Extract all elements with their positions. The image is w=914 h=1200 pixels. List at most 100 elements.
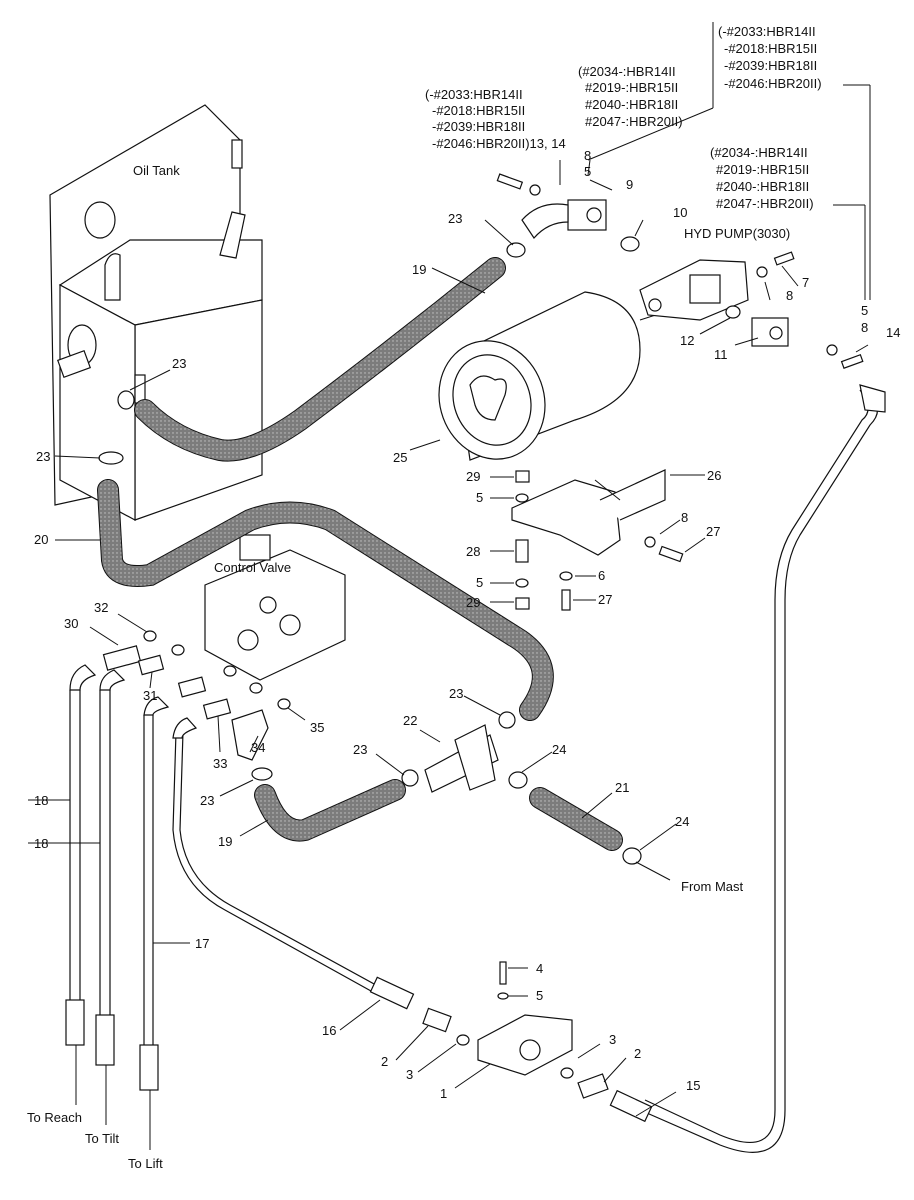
callout-19: 19: [218, 834, 232, 849]
to-tilt-label: To Tilt: [85, 1131, 119, 1146]
callout-34: 34: [251, 740, 265, 755]
pump-motor: [438, 291, 666, 461]
hose-16: [172, 731, 415, 1010]
callout-23: 23: [200, 793, 214, 808]
callout-5: 5: [861, 303, 868, 318]
callout-21: 21: [615, 780, 629, 795]
callout-29: 29: [466, 595, 480, 610]
hyd-pump-label: HYD PUMP(3030): [684, 226, 790, 241]
to-lift-label: To Lift: [128, 1156, 163, 1171]
leader-lines: [28, 22, 871, 1150]
svg-text:-#2046:HBR20II): -#2046:HBR20II): [724, 76, 822, 91]
callout-23: 23: [448, 211, 462, 226]
callout-3: 3: [406, 1067, 413, 1082]
callout-19: 19: [412, 262, 426, 277]
serial-note-right: (#2034-:HBR14II #2019-:HBR15II #2040-:HB…: [710, 145, 814, 211]
callout-8: 8: [861, 320, 868, 335]
callout-2: 2: [634, 1046, 641, 1061]
callout-numbers: 1 2 2 3 3 4 5 5 5 5 5 6 7 8 8 8 8 9 10 1…: [34, 148, 900, 1101]
callout-35: 35: [310, 720, 324, 735]
callout-15: 15: [686, 1078, 700, 1093]
callout-31: 31: [143, 688, 157, 703]
callout-22: 22: [403, 713, 417, 728]
svg-text:(-#2033:HBR14II: (-#2033:HBR14II: [718, 24, 816, 39]
callout-3: 3: [609, 1032, 616, 1047]
callout-2: 2: [381, 1054, 388, 1069]
svg-text:#2019-:HBR15II: #2019-:HBR15II: [585, 80, 678, 95]
labels: Oil Tank Control Valve HYD PUMP(3030) Fr…: [27, 24, 822, 1171]
oil-tank-label: Oil Tank: [133, 163, 180, 178]
callout-9: 9: [626, 177, 633, 192]
callout-12: 12: [680, 333, 694, 348]
hose-15: [609, 384, 886, 1153]
svg-text:-#2039:HBR18II: -#2039:HBR18II: [724, 58, 817, 73]
hoses: [97, 257, 623, 851]
tee-fitting-22: [424, 724, 499, 793]
small-hardware: [496, 173, 864, 611]
callout-14: 14: [886, 325, 900, 340]
callout-5: 5: [536, 988, 543, 1003]
svg-text:-#2018:HBR15II: -#2018:HBR15II: [724, 41, 817, 56]
svg-text:-#2039:HBR18II: -#2039:HBR18II: [432, 119, 525, 134]
callout-32: 32: [94, 600, 108, 615]
svg-text:(#2034-:HBR14II: (#2034-:HBR14II: [710, 145, 808, 160]
callout-23: 23: [172, 356, 186, 371]
elbow-fitting-9: [521, 199, 607, 239]
callout-23: 23: [449, 686, 463, 701]
svg-text:#2047-:HBR20II): #2047-:HBR20II): [716, 196, 814, 211]
callout-27: 27: [598, 592, 612, 607]
valve-fittings: [102, 630, 291, 761]
callout-16: 16: [322, 1023, 336, 1038]
from-mast-label: From Mast: [681, 879, 744, 894]
hydraulic-pump: [639, 259, 749, 321]
serial-note-top-right: (-#2033:HBR14II -#2018:HBR15II -#2039:HB…: [718, 24, 822, 91]
serial-note-mid: (#2034-:HBR14II #2019-:HBR15II #2040-:HB…: [578, 64, 683, 129]
svg-text:#2040-:HBR18II: #2040-:HBR18II: [716, 179, 809, 194]
callout-7: 7: [802, 275, 809, 290]
oil-tank: [49, 104, 263, 521]
svg-text:(-#2033:HBR14II: (-#2033:HBR14II: [425, 87, 523, 102]
hoses-17-18: [65, 664, 198, 1091]
fitting-block-11: [751, 317, 789, 347]
svg-text:-#2046:HBR20II)13, 14: -#2046:HBR20II)13, 14: [432, 136, 566, 151]
serial-note-left: (-#2033:HBR14II -#2018:HBR15II -#2039:HB…: [425, 87, 566, 151]
callout-29: 29: [466, 469, 480, 484]
callout-24: 24: [675, 814, 689, 829]
svg-text:(#2034-:HBR14II: (#2034-:HBR14II: [578, 64, 676, 79]
callout-8: 8: [584, 148, 591, 163]
callout-5: 5: [584, 164, 591, 179]
callout-1: 1: [440, 1086, 447, 1101]
callout-24: 24: [552, 742, 566, 757]
callout-23: 23: [36, 449, 50, 464]
callout-20: 20: [34, 532, 48, 547]
control-valve: [204, 534, 346, 681]
motor-bracket: [511, 469, 666, 556]
callout-33: 33: [213, 756, 227, 771]
callout-17: 17: [195, 936, 209, 951]
callout-10: 10: [673, 205, 687, 220]
callout-30: 30: [64, 616, 78, 631]
callout-18: 18: [34, 793, 48, 808]
callout-5: 5: [476, 490, 483, 505]
callout-23: 23: [353, 742, 367, 757]
svg-text:#2019-:HBR15II: #2019-:HBR15II: [716, 162, 809, 177]
control-valve-label: Control Valve: [214, 560, 291, 575]
check-valve-block-1: [422, 961, 609, 1099]
callout-25: 25: [393, 450, 407, 465]
callout-6: 6: [598, 568, 605, 583]
callout-4: 4: [536, 961, 543, 976]
svg-text:#2047-:HBR20II): #2047-:HBR20II): [585, 114, 683, 129]
callout-8: 8: [786, 288, 793, 303]
hose-clamps: [98, 236, 741, 865]
svg-text:#2040-:HBR18II: #2040-:HBR18II: [585, 97, 678, 112]
callout-5: 5: [476, 575, 483, 590]
callout-27: 27: [706, 524, 720, 539]
callout-8: 8: [681, 510, 688, 525]
callout-18: 18: [34, 836, 48, 851]
callout-28: 28: [466, 544, 480, 559]
to-reach-label: To Reach: [27, 1110, 82, 1125]
callout-11: 11: [714, 347, 728, 362]
svg-text:-#2018:HBR15II: -#2018:HBR15II: [432, 103, 525, 118]
callout-26: 26: [707, 468, 721, 483]
